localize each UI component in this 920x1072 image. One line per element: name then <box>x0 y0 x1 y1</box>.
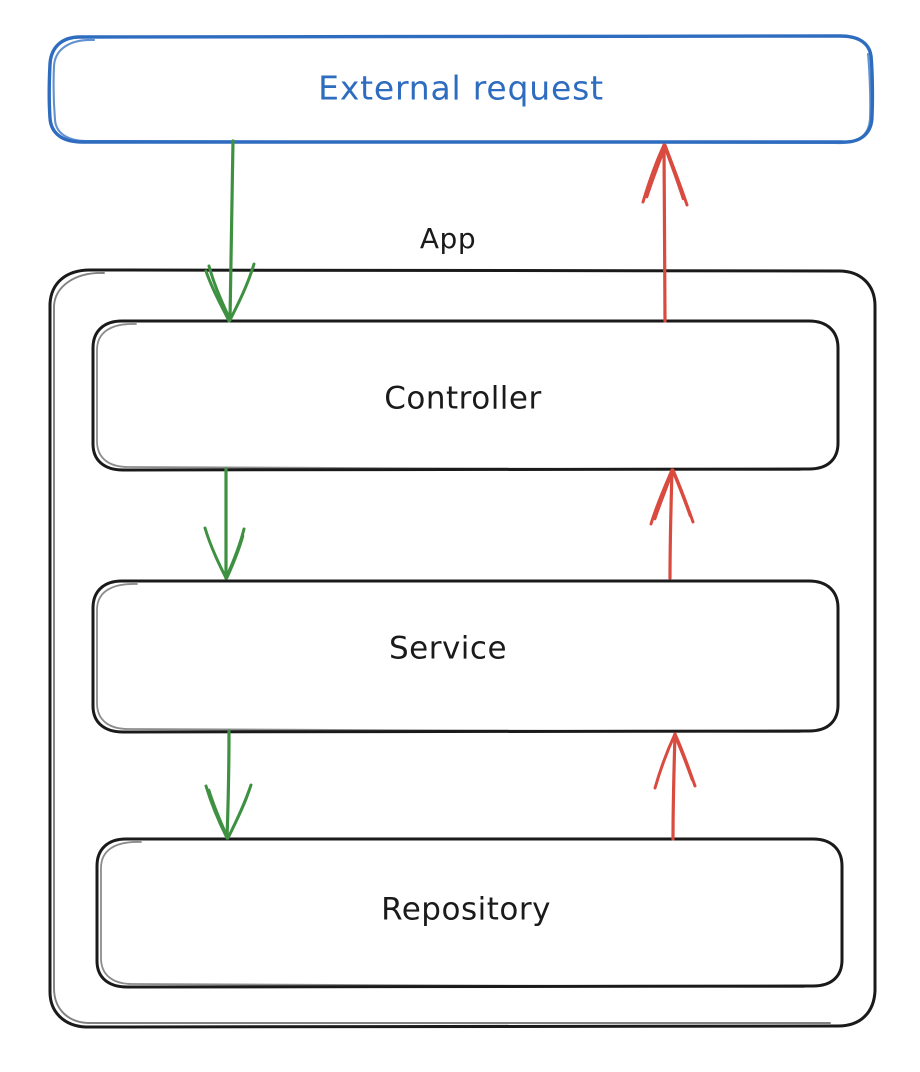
edge-arrowhead-right <box>228 262 256 322</box>
external-request-label: External request <box>318 69 604 108</box>
edge-line <box>668 468 674 580</box>
edge-arrowhead-left-2 <box>653 470 674 521</box>
controller-outline-sketch-overlay <box>96 323 801 471</box>
edge-arrowhead-right <box>224 527 246 580</box>
node-repository[interactable]: Repository <box>95 837 844 989</box>
edge-arrowhead-left <box>203 526 228 580</box>
repository-label: Repository <box>381 892 551 928</box>
repository-outline-sketch-overlay <box>100 841 805 988</box>
edge-line <box>225 729 231 840</box>
edge-line <box>671 732 677 841</box>
group-app[interactable]: App <box>48 222 877 1029</box>
edge-arrowhead-left-2 <box>645 145 667 199</box>
edge-arrowhead-right-2 <box>673 734 694 782</box>
service-outline-sketch-overlay <box>96 583 801 733</box>
edge-arrowhead-left-2 <box>207 788 230 840</box>
node-service[interactable]: Service <box>91 579 840 734</box>
edge-response-service-to-controller <box>649 468 695 580</box>
edge-line <box>228 139 235 322</box>
edge-request-controller-to-service <box>203 467 246 580</box>
edge-request-service-to-repository <box>204 729 253 840</box>
service-label: Service <box>389 631 507 667</box>
app-group-outline-sketch-overlay <box>53 272 831 1024</box>
edge-arrowhead-left-2 <box>204 269 231 323</box>
edge-response-repository-to-service <box>653 732 697 841</box>
node-external-request[interactable]: External request <box>47 34 875 145</box>
edge-line <box>662 143 667 323</box>
edge-arrowhead-right-2 <box>226 789 251 840</box>
app-group-label: App <box>420 222 476 255</box>
edge-arrowhead-right-2 <box>663 146 685 201</box>
app-group-outline <box>48 268 877 1029</box>
edge-arrowhead-right-2 <box>225 534 245 580</box>
node-controller[interactable]: Controller <box>91 319 840 472</box>
controller-label: Controller <box>384 381 542 417</box>
external-request-outline-sketch-overlay <box>52 38 872 145</box>
controller-outline <box>91 319 840 472</box>
edge-request-external-to-controller <box>204 139 256 323</box>
repository-outline <box>95 837 844 989</box>
edge-arrowhead-left <box>653 732 677 790</box>
service-outline <box>91 579 840 734</box>
edge-response-controller-to-external <box>641 143 689 323</box>
edge-arrowhead-right-2 <box>671 470 692 518</box>
edge-arrowhead-left <box>207 264 232 322</box>
edge-arrowhead-left <box>641 143 666 204</box>
